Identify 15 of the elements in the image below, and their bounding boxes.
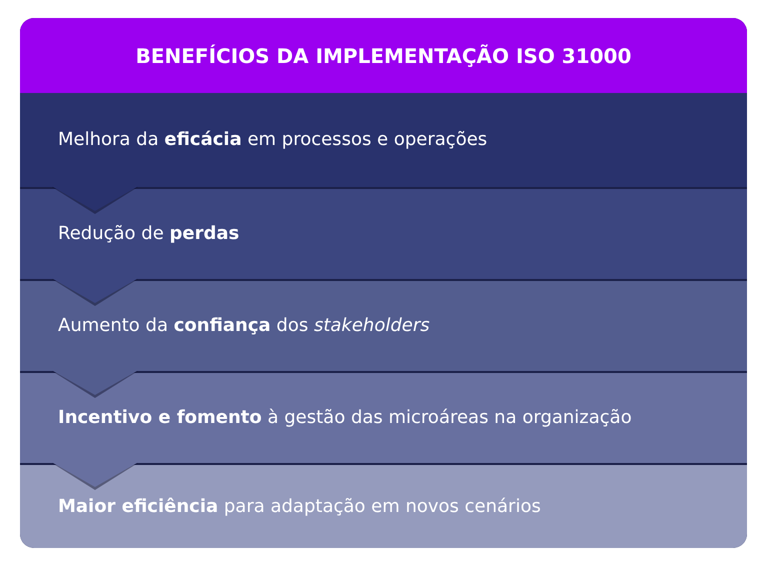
benefit-band (20, 93, 747, 187)
benefit-text: Melhora da eficácia em processos e operações (58, 128, 488, 152)
benefit-band (20, 373, 747, 463)
chevron-arrow (52, 279, 138, 306)
benefit-band (20, 189, 747, 279)
chevron-arrow (52, 371, 138, 398)
benefit-text: Redução de perdas (58, 222, 240, 246)
benefit-text: Aumento da confiança dos stakeholders (58, 314, 430, 338)
benefit-text: Incentivo e fomento à gestão das microáreas na organização (58, 406, 632, 430)
benefit-band (20, 281, 747, 371)
title-banner: BENEFÍCIOS DA IMPLEMENTAÇÃO ISO 31000 (20, 18, 747, 93)
benefit-band (20, 465, 747, 548)
chevron-arrow (52, 187, 138, 214)
benefit-text: Maior eficiência para adaptação em novos cenários (58, 494, 541, 518)
chevron-arrow (52, 463, 138, 490)
